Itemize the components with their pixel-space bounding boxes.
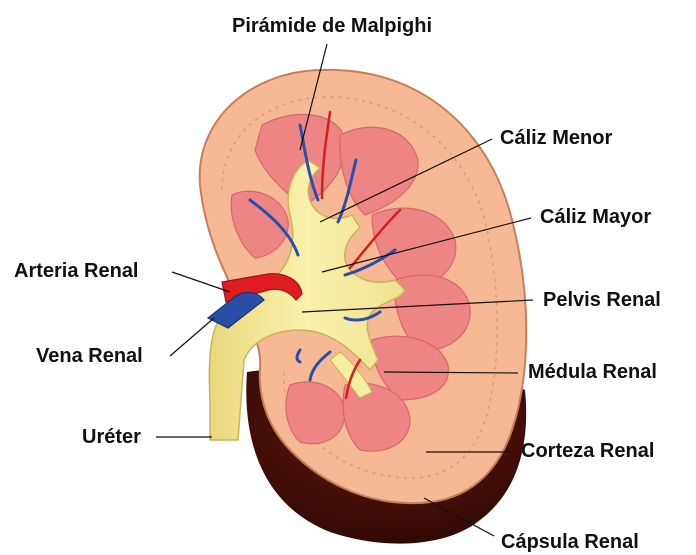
label-capsula-renal: Cápsula Renal bbox=[501, 532, 639, 552]
leader-line-arteria bbox=[172, 272, 230, 292]
label-medula-renal: Médula Renal bbox=[528, 362, 657, 382]
label-ureter: Uréter bbox=[82, 427, 141, 447]
label-piramide-de-malpighi: Pirámide de Malpighi bbox=[232, 16, 432, 36]
leader-line-vena bbox=[170, 318, 214, 356]
label-pelvis-renal: Pelvis Renal bbox=[543, 290, 661, 310]
label-caliz-menor: Cáliz Menor bbox=[500, 128, 612, 148]
label-vena-renal: Vena Renal bbox=[36, 346, 143, 366]
label-arteria-renal: Arteria Renal bbox=[14, 261, 139, 281]
label-corteza-renal: Corteza Renal bbox=[521, 441, 654, 461]
label-caliz-mayor: Cáliz Mayor bbox=[540, 207, 651, 227]
